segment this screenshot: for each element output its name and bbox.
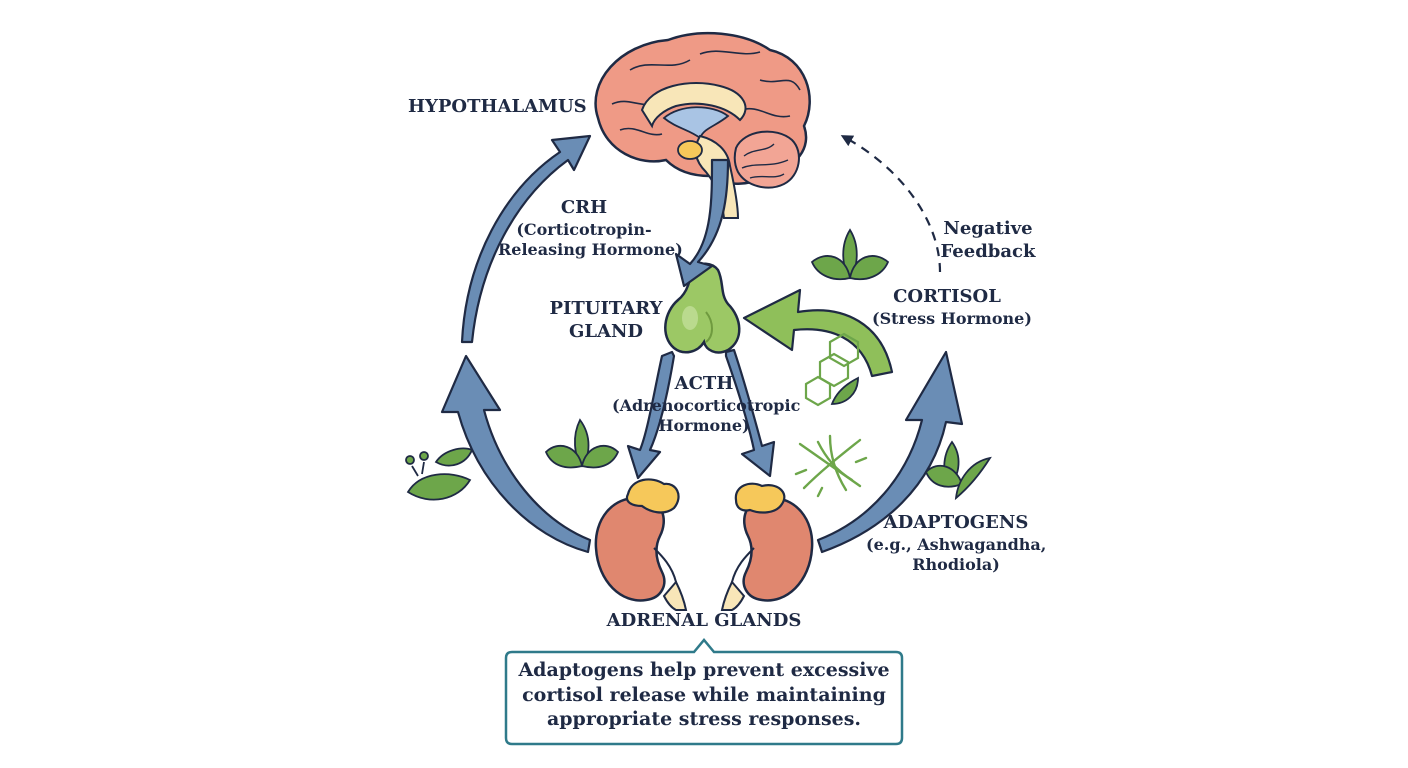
cortisol-title: CORTISOL — [893, 286, 1001, 307]
adrenal-gland-icon — [625, 478, 786, 514]
crh-label: CRH (Corticotropin- Releasing Hormone) — [498, 197, 683, 260]
callout-line2: cortisol release while maintaining — [522, 683, 886, 706]
negative-feedback-arrow — [840, 135, 942, 273]
kidney-icon — [594, 496, 814, 611]
acth-line2: Hormone) — [658, 415, 750, 435]
callout-box — [504, 638, 904, 746]
leaf-icon — [405, 228, 992, 501]
cortisol-arrow — [742, 288, 894, 378]
callout-line1: Adaptogens help prevent excessive — [518, 659, 890, 681]
left-lower-arrow — [440, 354, 592, 554]
acth-label: ACTH (Adrenocorticotropic Hormone) — [612, 373, 801, 436]
adaptogens-line2: Rhodiola) — [912, 554, 1000, 574]
crh-line1: (Corticotropin- — [516, 219, 652, 239]
negative-feedback-line1: Negative — [943, 218, 1033, 239]
pituitary-line2: GLAND — [568, 320, 644, 342]
hypothalamus-label: HYPOTHALAMUS — [408, 96, 587, 117]
adaptogens-label: ADAPTOGENS (e.g., Ashwagandha, Rhodiola) — [866, 512, 1046, 575]
negative-feedback-line2: Feedback — [940, 240, 1036, 262]
acth-arrow-right — [724, 348, 776, 478]
molecule-icon — [804, 332, 860, 407]
crh-arrow — [674, 158, 730, 288]
left-upper-arrow — [460, 134, 592, 344]
negative-feedback-label: Negative Feedback — [936, 218, 1040, 263]
crh-line2: Releasing Hormone) — [498, 239, 683, 259]
cortisol-label: CORTISOL (Stress Hormone) — [872, 286, 1032, 329]
crh-title: CRH — [560, 197, 608, 218]
adaptogens-line1: (e.g., Ashwagandha, — [866, 534, 1047, 554]
adrenal-glands-label: ADRENAL GLANDS — [606, 610, 802, 631]
cortisol-line1: (Stress Hormone) — [872, 308, 1032, 328]
callout-line3: appropriate stress responses. — [546, 708, 862, 731]
pituitary-icon — [664, 262, 741, 354]
pituitary-label: PITUITARY GLAND — [548, 298, 664, 343]
acth-line1: (Adrenocorticotropic — [612, 395, 801, 415]
right-lower-arrow — [816, 350, 964, 554]
acth-title: ACTH — [674, 373, 734, 394]
brain-icon — [594, 31, 811, 219]
pituitary-line1: PITUITARY — [549, 298, 663, 319]
adaptogens-title: ADAPTOGENS — [883, 512, 1029, 533]
herb-root-icon — [794, 434, 868, 498]
callout-text: Adaptogens help prevent excessive cortis… — [514, 658, 894, 732]
acth-arrow-left — [626, 350, 676, 480]
